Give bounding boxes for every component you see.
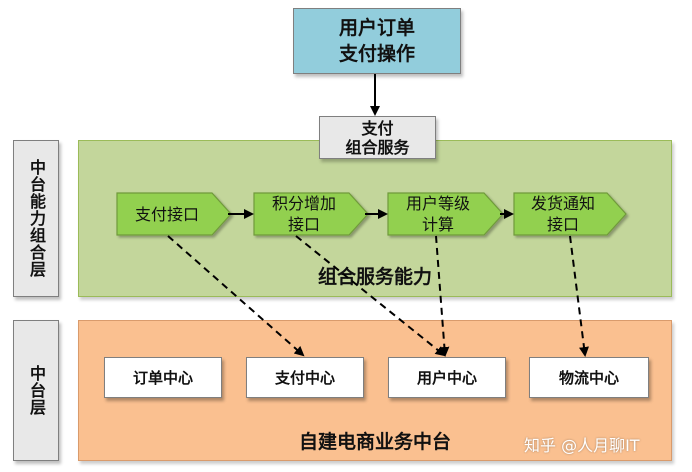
capability-layer-label: 中台能力组合层 (13, 140, 59, 297)
order-payment-trigger: 用户订单 支付操作 (293, 8, 461, 74)
platform-panel-title: 自建电商业务中台 (298, 430, 451, 453)
combo-line1: 支付 (361, 118, 394, 138)
trigger-line2: 支付操作 (338, 43, 415, 65)
capability-panel-title: 组合服务能力 (317, 265, 432, 288)
trigger-line1: 用户订单 (338, 17, 415, 39)
platform-layer-label: 中台层 (13, 320, 59, 461)
call-arrow-points-user (295, 235, 446, 357)
user-center: 用户中心 (388, 357, 506, 398)
payment-combo-service: 支付 组合服务 (319, 116, 436, 159)
chevron-shipping-notify (513, 192, 627, 236)
step-user-level: 用户等级 计算 (405, 194, 470, 234)
step-shipping-notify: 发货通知 接口 (530, 194, 595, 234)
chevron-points-api (253, 192, 369, 236)
step-points-api: 积分增加 接口 (271, 194, 336, 234)
call-arrow-payment-center (167, 235, 305, 357)
call-arrow-level-user (435, 235, 450, 357)
logistics-center: 物流中心 (529, 357, 649, 398)
step-payment-api: 支付接口 (134, 204, 199, 224)
watermark: 知乎 @人月聊IT (524, 436, 640, 455)
order-center: 订单中心 (104, 357, 222, 398)
payment-center: 支付中心 (246, 357, 364, 398)
combo-line2: 组合服务 (345, 137, 410, 157)
chevron-user-level (387, 192, 504, 236)
chevron-payment-api (116, 192, 232, 236)
call-arrow-logistics (569, 235, 589, 357)
